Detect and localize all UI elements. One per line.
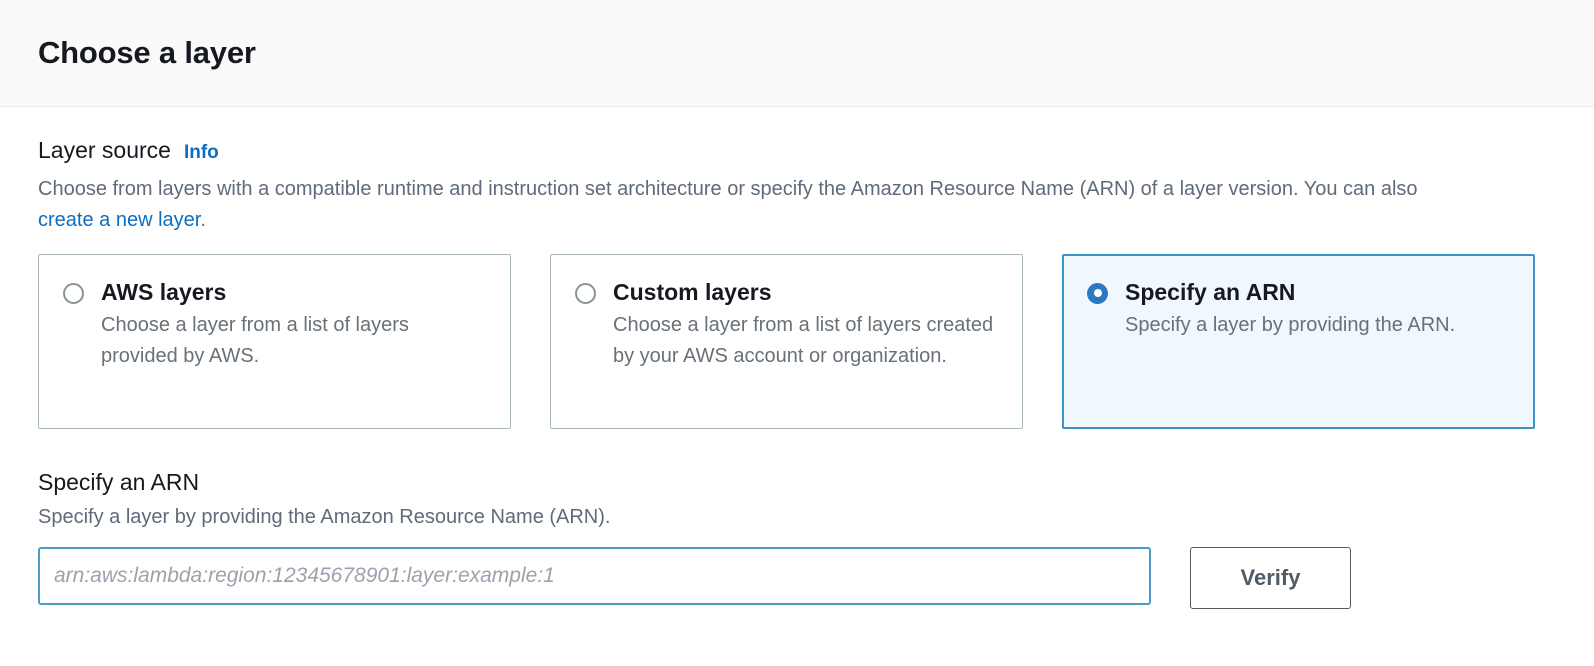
radio-tile-aws-layers[interactable]: AWS layers Choose a layer from a list of…: [38, 253, 511, 429]
layer-source-description: Choose from layers with a compatible run…: [38, 174, 1478, 236]
page-title: Choose a layer: [38, 35, 256, 71]
radio-icon-custom-layers[interactable]: [575, 282, 596, 304]
radio-tile-label: Custom layers: [613, 278, 772, 305]
radio-icon-specify-an-arn[interactable]: [1087, 282, 1108, 304]
radio-tile-label: Specify an ARN: [1125, 278, 1296, 305]
arn-section-description: Specify a layer by providing the Amazon …: [38, 506, 611, 529]
arn-section-title: Specify an ARN: [38, 468, 200, 495]
arn-input-row: Verify: [38, 547, 1556, 610]
radio-tile-specify-an-arn[interactable]: Specify an ARN Specify a layer by provid…: [1062, 253, 1535, 429]
layer-source-description-text1: Choose from layers with a compatible run…: [38, 177, 1418, 200]
radio-icon-aws-layers[interactable]: [63, 282, 84, 304]
create-a-new-layer-link[interactable]: create a new layer: [38, 208, 201, 231]
panel-header: Choose a layer: [0, 0, 1594, 107]
radio-tile-custom-layers[interactable]: Custom layers Choose a layer from a list…: [550, 253, 1023, 429]
layer-source-description-text2: .: [200, 208, 206, 231]
layer-source-label: Layer source: [38, 137, 171, 163]
radio-tile-label: AWS layers: [101, 278, 227, 305]
radio-tile-text: Specify an ARN Specify a layer by provid…: [1125, 278, 1510, 342]
radio-tile-text: Custom layers Choose a layer from a list…: [613, 278, 998, 373]
panel-body: Layer source Info Choose from layers wit…: [0, 107, 1594, 610]
radio-tile-description: Choose a layer from a list of layers pro…: [101, 314, 409, 368]
radio-tile-text: AWS layers Choose a layer from a list of…: [101, 278, 486, 373]
layer-source-label-row: Layer source Info: [38, 137, 1556, 165]
radio-inner-dot: [1093, 289, 1102, 298]
radio-tile-description: Specify a layer by providing the ARN.: [1125, 314, 1456, 337]
radio-tile-description: Choose a layer from a list of layers cre…: [613, 314, 994, 368]
arn-input[interactable]: [38, 547, 1151, 606]
verify-button[interactable]: Verify: [1190, 547, 1351, 610]
info-link[interactable]: Info: [183, 142, 219, 163]
layer-source-radio-group: AWS layers Choose a layer from a list of…: [38, 253, 1556, 429]
